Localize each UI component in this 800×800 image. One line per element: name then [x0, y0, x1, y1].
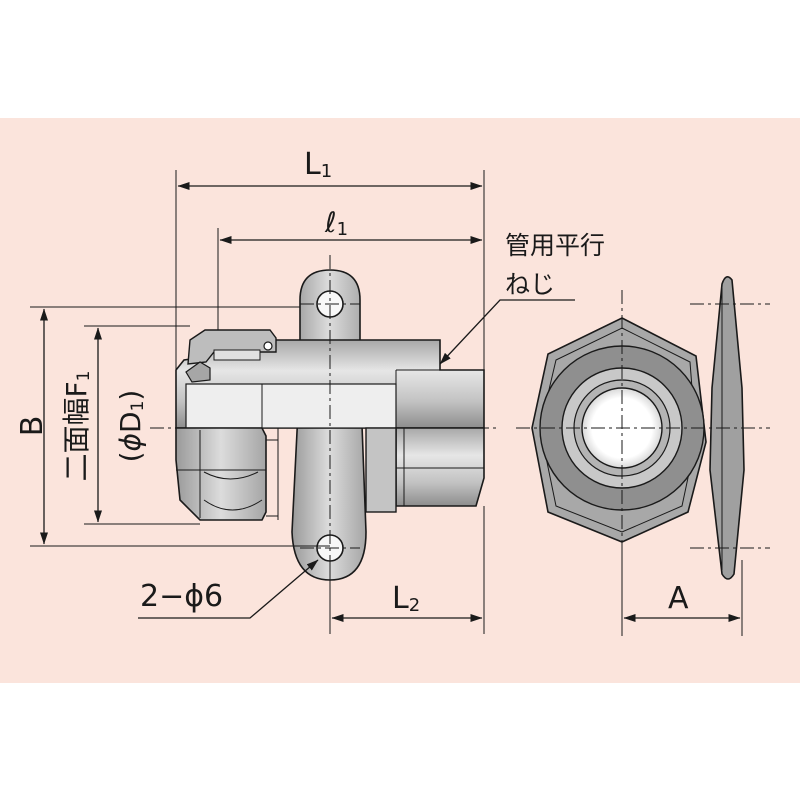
- label-D1: (ϕD1): [114, 390, 148, 463]
- label-A: A: [668, 581, 689, 616]
- side-view: [150, 255, 500, 600]
- dimension-lines: [30, 170, 575, 634]
- label-L1: L1: [304, 147, 332, 182]
- label-thread-line2: ねじ: [505, 270, 555, 299]
- threaded-end: [395, 427, 485, 507]
- body-inner-bore: [185, 383, 397, 429]
- end-view: [516, 276, 770, 636]
- collet-ring: [187, 329, 277, 365]
- label-holes: 2−ϕ6: [140, 579, 223, 614]
- label-B: B: [15, 416, 50, 437]
- label-l1: ℓ1: [324, 206, 348, 240]
- label-L2: L2: [392, 581, 420, 616]
- label-thread-line1: 管用平行: [505, 231, 605, 260]
- coupling-nut: [175, 427, 267, 521]
- label-F1: 二面幅F1: [60, 371, 94, 482]
